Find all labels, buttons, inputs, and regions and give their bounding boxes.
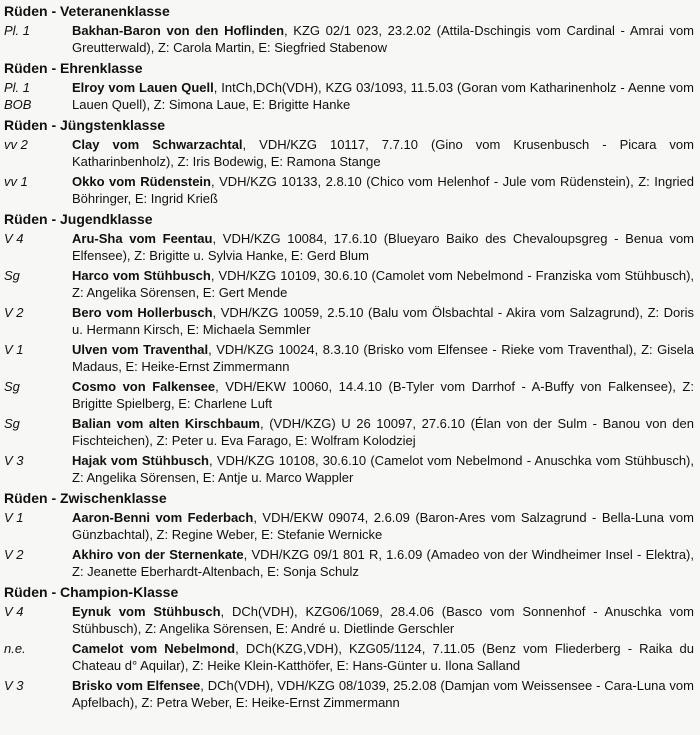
dog-name: Hajak vom Stühbusch: [72, 453, 209, 468]
entry-text: Ulven vom Traventhal, VDH/KZG 10024, 8.3…: [72, 341, 694, 375]
dog-name: Clay vom Schwarzachtal: [72, 137, 243, 152]
section-heading: Rüden - Jugendklasse: [4, 211, 153, 227]
entry-row: V 2 Akhiro von der Sternenkate, VDH/KZG 0…: [4, 546, 694, 580]
placement-grade: Sg: [4, 416, 20, 431]
placement-grade: vv 1: [4, 174, 28, 189]
entry-text: Camelot vom Nebelmond, DCh(KZG,VDH), KZG…: [72, 640, 694, 674]
dog-name: Camelot vom Nebelmond: [72, 641, 236, 656]
entry-text: Balian vom alten Kirschbaum, (VDH/KZG) U…: [72, 415, 694, 449]
class-section: Rüden - Zwischenklasse V 1 Aaron-Benni vom…: [4, 490, 694, 580]
entry-details: , DCh(VDH), KZG06/1069, 28.4.06 (Basco v…: [72, 604, 694, 636]
entry-details: , VDH/KZG 10059, 2.5.10 (Balu vom Ölsbac…: [72, 305, 694, 337]
entry-text: Okko vom Rüdenstein, VDH/KZG 10133, 2.8.…: [72, 173, 694, 207]
dog-name: Aaron-Benni vom Federbach: [72, 510, 254, 525]
entry-text: Aaron-Benni vom Federbach, VDH/EKW 09074…: [72, 509, 694, 543]
entry-details: , VDH/KZG 10084, 17.6.10 (Blueyaro Baiko…: [72, 231, 695, 263]
placement-grade: Pl. 1 BOB: [4, 80, 32, 112]
entry-text: Bakhan-Baron von den Hoflinden, KZG 02/1…: [72, 22, 694, 56]
dog-name: Balian vom alten Kirschbaum: [72, 416, 260, 431]
entry-details: , IntCh,DCh(VDH), KZG 03/1093, 11.5.03 (…: [72, 80, 694, 112]
entry-details: , VDH/KZG 10133, 2.8.10 (Chico vom Helen…: [72, 174, 694, 206]
dog-name: Harco vom Stühbusch: [72, 268, 211, 283]
entry-details: , VDH/KZG 10117, 7.7.10 (Gino vom Krusen…: [72, 137, 694, 169]
entry-details: , VDH/KZG 10024, 8.3.10 (Brisko vom Elfe…: [72, 342, 694, 374]
dog-name: Ulven vom Traventhal: [72, 342, 209, 357]
placement-grade: V 4: [4, 231, 24, 246]
dog-name: Elroy vom Lauen Quell: [72, 80, 214, 95]
placement-grade: Sg: [4, 379, 20, 394]
entry-text: Harco vom Stühbusch, VDH/KZG 10109, 30.6…: [72, 267, 694, 301]
dog-name: Okko vom Rüdenstein: [72, 174, 211, 189]
entry-row: V 3 Hajak vom Stühbusch, VDH/KZG 10108, 3…: [4, 452, 694, 486]
placement-grade: V 2: [4, 305, 24, 320]
class-section: Rüden - Jüngstenklasse vv 2 Clay vom Schwa…: [4, 117, 694, 207]
entry-text: Akhiro von der Sternenkate, VDH/KZG 09/1…: [72, 546, 694, 580]
section-heading: Rüden - Champion-Klasse: [4, 584, 179, 600]
entry-row: V 1 Aaron-Benni vom Federbach, VDH/EKW 09…: [4, 509, 694, 543]
dog-name: Eynuk vom Stühbusch: [72, 604, 221, 619]
class-section: Rüden - Jugendklasse V 4 Aru-Sha vom Feent…: [4, 211, 694, 486]
entry-row: Pl. 1 Bakhan-Baron von den Hoflinden, KZG…: [4, 22, 694, 56]
section-heading: Rüden - Zwischenklasse: [4, 490, 167, 506]
section-heading: Rüden - Jüngstenklasse: [4, 117, 166, 133]
entry-text: Cosmo von Falkensee, VDH/EKW 10060, 14.4…: [72, 378, 694, 412]
entry-details: , VDH/KZG 09/1 801 R, 1.6.09 (Amadeo von…: [72, 547, 694, 579]
entry-text: Hajak vom Stühbusch, VDH/KZG 10108, 30.6…: [72, 452, 694, 486]
placement-grade: n.e.: [4, 641, 26, 656]
class-section: Rüden - Champion-Klasse V 4 Eynuk vom Stüh…: [4, 584, 694, 711]
section-heading: Rüden - Veteranenklasse: [4, 3, 170, 19]
placement-grade: V 3: [4, 453, 24, 468]
entry-row: V 2 Bero vom Hollerbusch, VDH/KZG 10059, …: [4, 304, 694, 338]
entry-text: Eynuk vom Stühbusch, DCh(VDH), KZG06/106…: [72, 603, 694, 637]
entry-text: Elroy vom Lauen Quell, IntCh,DCh(VDH), K…: [72, 79, 694, 113]
placement-grade: V 1: [4, 510, 24, 525]
entry-row: Pl. 1 BOB Elroy vom Lauen Quell, IntCh,DC…: [4, 79, 694, 113]
entry-row: Sg Balian vom alten Kirschbaum, (VDH/KZG)…: [4, 415, 694, 449]
placement-grade: V 4: [4, 604, 24, 619]
dog-name: Bero vom Hollerbusch: [72, 305, 213, 320]
entry-details: , DCh(VDH), VDH/KZG 08/1039, 25.2.08 (Da…: [72, 678, 694, 710]
entry-details: , VDH/KZG 10109, 30.6.10 (Camolet vom Ne…: [72, 268, 695, 300]
entry-row: V 3 Brisko vom Elfensee, DCh(VDH), VDH/KZ…: [4, 677, 694, 711]
entry-details: , KZG 02/1 023, 23.2.02 (Attila-Dschingi…: [72, 23, 695, 55]
entry-details: , DCh(KZG,VDH), KZG05/1124, 7.11.05 (Ben…: [72, 641, 695, 673]
placement-grade: V 3: [4, 678, 24, 693]
section-heading: Rüden - Ehrenklasse: [4, 60, 143, 76]
dog-name: Bakhan-Baron von den Hoflinden: [72, 23, 285, 38]
entry-text: Bero vom Hollerbusch, VDH/KZG 10059, 2.5…: [72, 304, 694, 338]
placement-grade: vv 2: [4, 137, 28, 152]
entry-row: V 1 Ulven vom Traventhal, VDH/KZG 10024, …: [4, 341, 694, 375]
entry-text: Aru-Sha vom Feentau, VDH/KZG 10084, 17.6…: [72, 230, 694, 264]
entry-details: , (VDH/KZG) U 26 10097, 27.6.10 (Élan vo…: [72, 416, 694, 448]
entry-row: vv 1 Okko vom Rüdenstein, VDH/KZG 10133, …: [4, 173, 694, 207]
placement-grade: Sg: [4, 268, 20, 283]
placement-grade: V 2: [4, 547, 24, 562]
entry-details: , VDH/KZG 10108, 30.6.10 (Camelot vom Ne…: [72, 453, 694, 485]
dog-name: Akhiro von der Sternenkate: [72, 547, 244, 562]
entry-text: Brisko vom Elfensee, DCh(VDH), VDH/KZG 0…: [72, 677, 694, 711]
dog-name: Aru-Sha vom Feentau: [72, 231, 213, 246]
entry-details: , VDH/EKW 09074, 2.6.09 (Baron-Ares vom …: [72, 510, 694, 542]
entry-row: V 4 Aru-Sha vom Feentau, VDH/KZG 10084, 1…: [4, 230, 694, 264]
entry-row: n.e. Camelot vom Nebelmond, DCh(KZG,VDH),…: [4, 640, 694, 674]
entry-row: vv 2 Clay vom Schwarzachtal, VDH/KZG 1011…: [4, 136, 694, 170]
placement-grade: V 1: [4, 342, 24, 357]
placement-grade: Pl. 1: [4, 23, 31, 38]
entry-text: Clay vom Schwarzachtal, VDH/KZG 10117, 7…: [72, 136, 694, 170]
entry-row: V 4 Eynuk vom Stühbusch, DCh(VDH), KZG06/…: [4, 603, 694, 637]
entry-details: , VDH/EKW 10060, 14.4.10 (B-Tyler vom Da…: [72, 379, 694, 411]
dog-name: Brisko vom Elfensee: [72, 678, 201, 693]
entry-row: Sg Harco vom Stühbusch, VDH/KZG 10109, 30…: [4, 267, 694, 301]
dog-name: Cosmo von Falkensee: [72, 379, 216, 394]
entry-row: Sg Cosmo von Falkensee, VDH/EKW 10060, 14…: [4, 378, 694, 412]
